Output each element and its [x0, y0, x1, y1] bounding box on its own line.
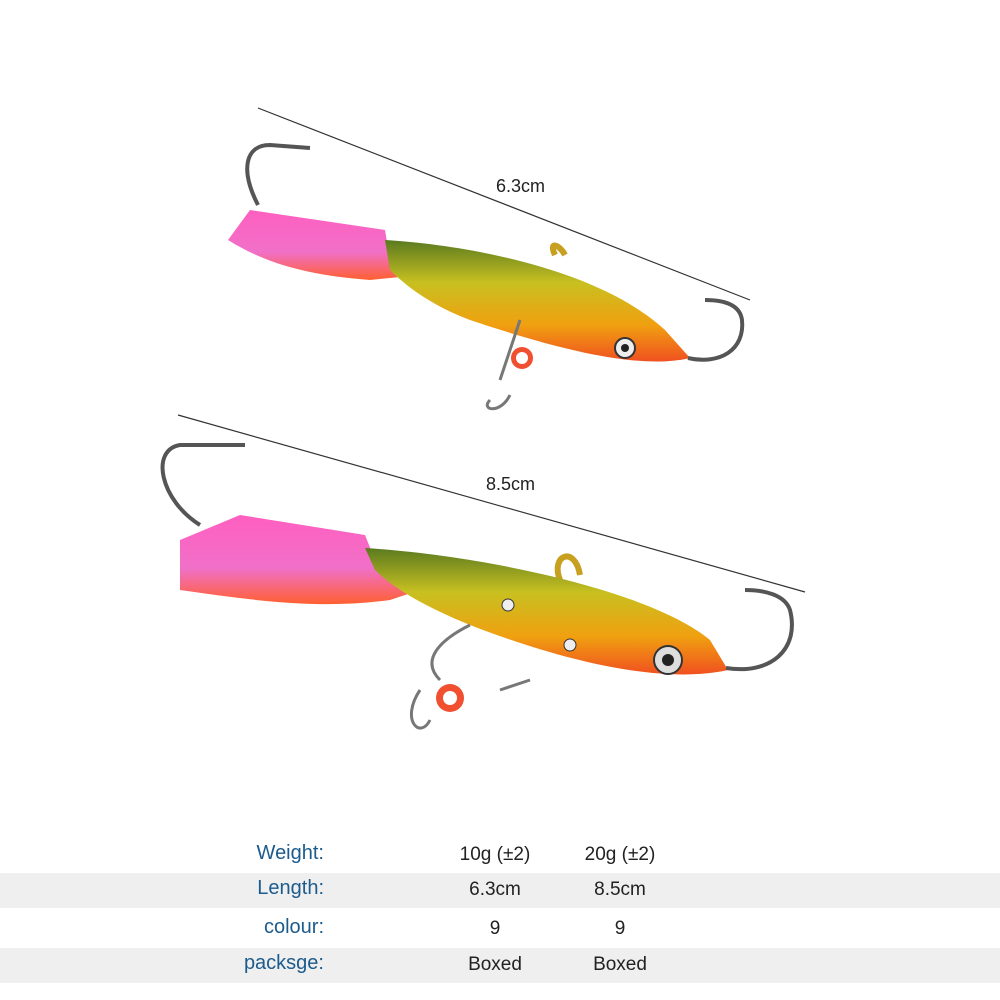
spec-value-large: 8.5cm [594, 879, 646, 900]
spec-value-small: 6.3cm [469, 879, 521, 900]
length-label-large: 8.5cm [486, 474, 536, 494]
tail-fin [228, 210, 420, 280]
spec-label: Weight: [256, 842, 324, 864]
spec-row-package: packsge: Boxed Boxed [0, 948, 1000, 983]
spec-value-small: Boxed [468, 954, 522, 975]
spec-value-large: Boxed [593, 954, 647, 975]
spec-row-length: Length: 6.3cm 8.5cm [0, 873, 1000, 908]
spec-value-large: 9 [614, 918, 626, 939]
spec-row-colour: colour: 9 9 [0, 912, 1000, 947]
hook-icon [245, 142, 311, 206]
large-lure [160, 414, 806, 730]
spec-label: colour: [263, 916, 324, 938]
spec-row-weight: Weight: 10g (±2) 20g (±2) [0, 838, 1000, 873]
lure-body [365, 548, 728, 675]
spec-value-large: 20g (±2) [584, 844, 656, 865]
measure-line-large [177, 414, 806, 593]
spec-label: Length: [257, 877, 324, 899]
length-label-small: 6.3cm [496, 176, 546, 196]
tail-fin [180, 515, 420, 605]
spec-value-small: 10g (±2) [459, 844, 531, 865]
small-lure [228, 107, 751, 411]
spec-value-small: 9 [489, 918, 501, 939]
lure-body [385, 240, 690, 362]
measure-line-small [257, 107, 751, 301]
spec-label: packsge: [243, 952, 324, 974]
hook-icon [160, 443, 245, 527]
